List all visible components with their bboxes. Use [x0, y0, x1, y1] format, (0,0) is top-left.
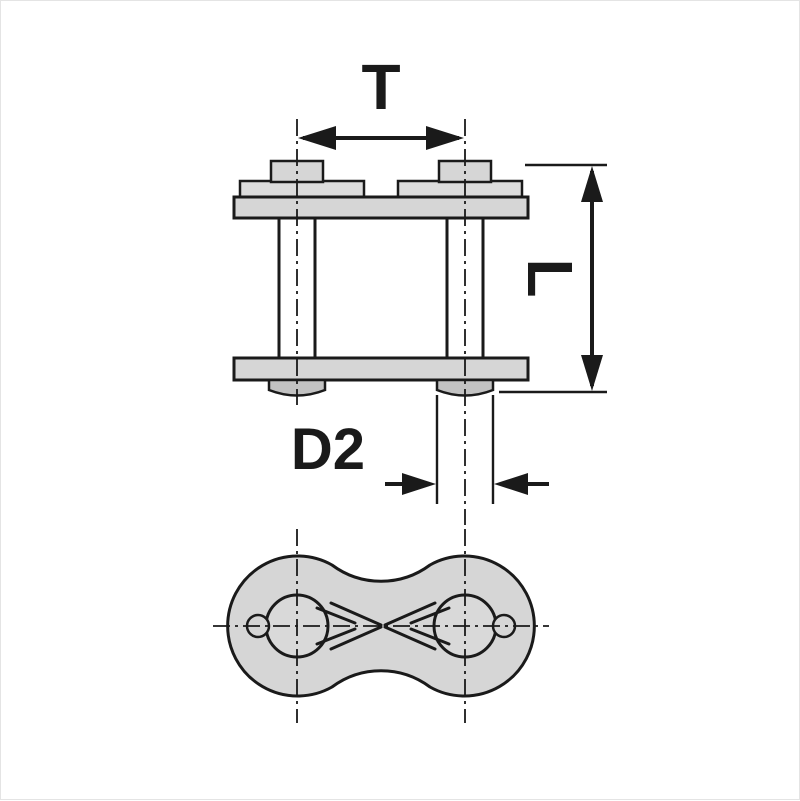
t-dimension: T	[298, 51, 464, 150]
d2-arrow-right-icon	[494, 473, 528, 495]
l-arrow-down-icon	[581, 355, 603, 391]
l-dimension: L	[499, 163, 607, 394]
l-label: L	[514, 258, 586, 297]
d2-dimension: D2	[291, 395, 549, 504]
top-link-plate	[232, 195, 530, 220]
spring-clip-left-bar	[238, 179, 366, 199]
d2-arrow-left-icon	[402, 473, 436, 495]
clip-prongs	[315, 601, 451, 651]
d2-label: D2	[291, 417, 365, 482]
right-bushing-end	[435, 378, 495, 397]
bottom-link-plate	[232, 356, 530, 382]
l-arrow-up-icon	[581, 166, 603, 202]
t-arrow-right-icon	[426, 126, 464, 150]
left-bushing-end	[267, 378, 327, 397]
t-label: T	[361, 51, 400, 123]
spring-clip-right-bar	[396, 179, 524, 199]
plan-view	[213, 529, 549, 723]
t-arrow-left-icon	[298, 126, 336, 150]
side-view	[232, 119, 530, 525]
